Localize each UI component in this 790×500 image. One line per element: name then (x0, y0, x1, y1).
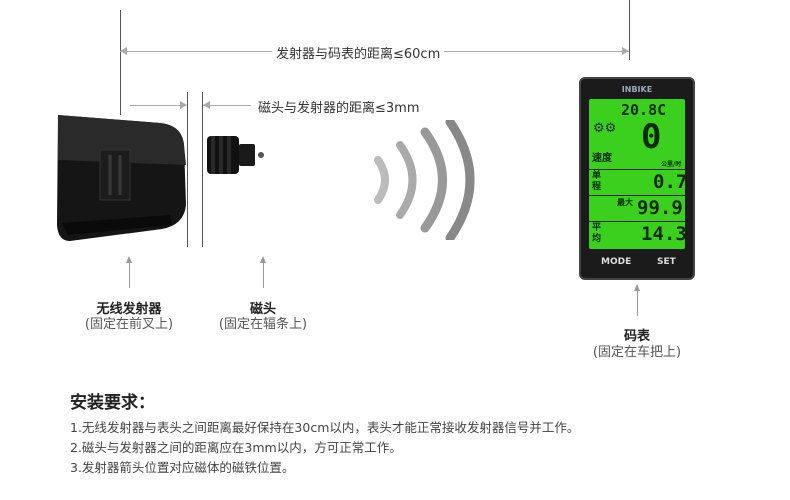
max-label: 最大 (617, 198, 633, 207)
arrow-right-icon (622, 47, 629, 55)
magnet-subtitle: (固定在辐条上) (218, 317, 308, 332)
transmitter-illustration (57, 115, 186, 241)
arrow-right-icon (180, 101, 187, 109)
bike-computer-device: INBIKE 20.8C ⚙⚙ 0 速度 公里/时 单程 0.7 最大 99.9… (579, 77, 695, 280)
magnet-title: 磁头 (249, 302, 276, 317)
lcd-max-value: 99.9 (637, 197, 683, 219)
ref-line-right (629, 0, 630, 60)
transmitter-title: 无线发射器 (96, 302, 162, 317)
computer-subtitle: (固定在车把上) (592, 345, 682, 360)
lcd-divider (589, 221, 685, 222)
install-item: 2.磁头与发射器之间的距离应在3mm以内，方可正常工作。 (70, 440, 402, 455)
ref-line-left (120, 10, 121, 115)
install-title: 安装要求： (70, 393, 155, 413)
arrow-left-icon (203, 101, 210, 109)
trip-label: 单程 (592, 171, 602, 192)
lcd-avg-value: 14.3 (641, 223, 685, 245)
wireless-signal-icon (374, 120, 475, 240)
mode-button[interactable]: MODE (601, 257, 632, 267)
install-item: 3.发射器箭头位置对应磁体的磁铁位置。 (70, 460, 295, 475)
lcd-divider (589, 195, 685, 196)
lcd-speed: 0 (641, 117, 662, 157)
install-item: 1.无线发射器与表头之间距离最好保持在30cm以内，表头才能正常接收发射器信号并… (70, 420, 580, 435)
avg-label: 平均 (592, 223, 602, 244)
dimension-line-3mm-right (203, 105, 251, 106)
transmitter-subtitle: (固定在前叉上) (84, 317, 174, 332)
speed-label: 速度 (592, 153, 612, 164)
set-button[interactable]: SET (657, 257, 676, 267)
brand-logo: INBIKE (621, 85, 653, 94)
speed-unit: 公里/时 (661, 161, 682, 168)
gap-line-a (187, 92, 188, 247)
lcd-temperature: 20.8C (621, 101, 667, 119)
lcd-trip-value: 0.7 (653, 171, 685, 193)
pointer-magnet (260, 256, 266, 288)
dimension-label-3mm: 磁头与发射器的距离≤3mm (254, 97, 424, 116)
pointer-computer (634, 284, 640, 316)
dimension-label-60cm: 发射器与码表的距离≤60cm (272, 43, 445, 62)
computer-title: 码表 (623, 329, 650, 344)
arrow-left-icon (120, 47, 127, 55)
lcd-screen: 20.8C ⚙⚙ 0 速度 公里/时 单程 0.7 最大 99.9 平均 14.… (589, 99, 685, 249)
magnet-illustration (207, 136, 264, 174)
bike-icon: ⚙⚙ (593, 121, 617, 136)
gap-line-b (202, 92, 203, 247)
lcd-divider (589, 169, 685, 170)
dimension-line-3mm-left (130, 105, 186, 106)
pointer-transmitter (126, 256, 132, 288)
